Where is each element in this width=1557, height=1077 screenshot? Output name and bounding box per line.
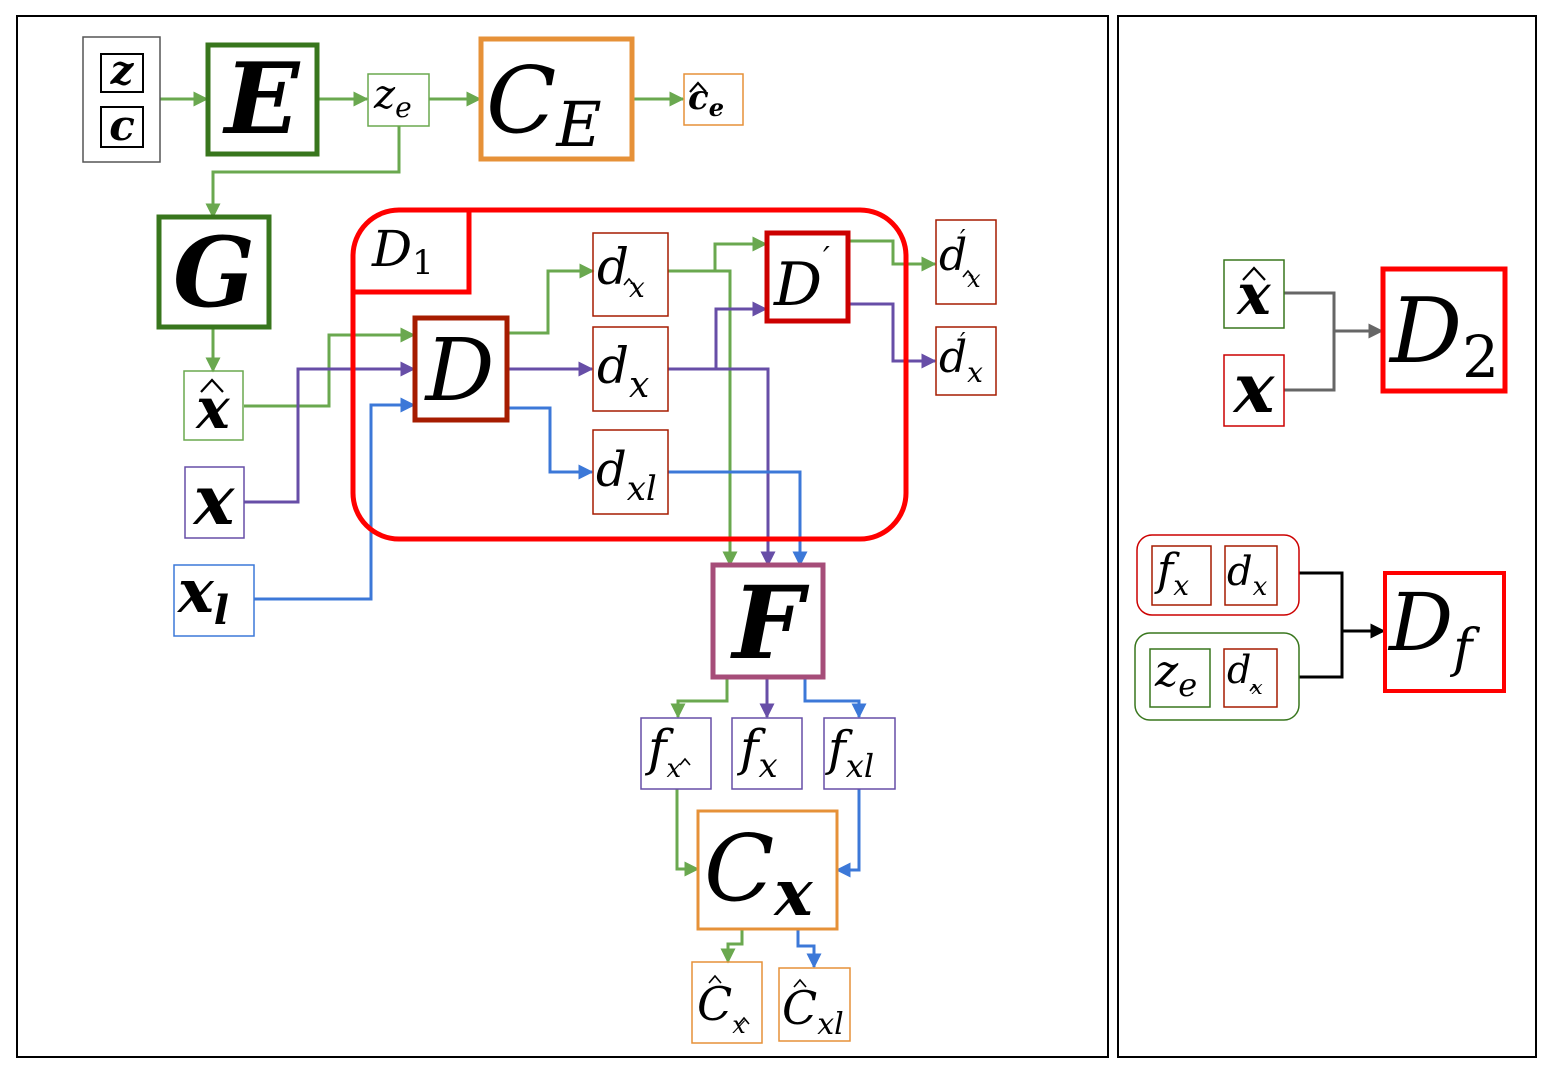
d2-input-real-node: x	[1223, 349, 1285, 429]
sample-classifier-label: Cx	[704, 815, 813, 931]
latent-classifier-label: CE	[486, 47, 602, 161]
df-fake-latent-box	[1149, 648, 1211, 708]
latent-prediction-hat	[689, 81, 707, 93]
df-real-disc-box	[1224, 545, 1278, 606]
d2-input-fake-label: x	[1236, 262, 1271, 328]
df-real-pair-group: fx dx	[1136, 534, 1300, 616]
d1-label: D1	[371, 220, 434, 283]
classifier-output-fake-hat	[708, 974, 722, 984]
input-c-box	[100, 106, 144, 148]
disc-head-output-fake-prime: ′	[960, 225, 966, 253]
d2-input-real-label: x	[1232, 349, 1276, 429]
feature-output-labeled-label: fxl	[825, 721, 874, 785]
discriminator-group-d1: D1	[350, 207, 909, 542]
df-real-feature-label: fx	[1154, 545, 1189, 602]
feature-output-fake-node: fx	[640, 717, 712, 790]
df-real-feature-box	[1151, 545, 1212, 606]
d2-input-fake-hat	[1242, 266, 1266, 281]
d2-input-fake-node: x	[1223, 259, 1285, 329]
classifier-output-fake-sub-hat	[738, 1016, 750, 1025]
wires-blue	[254, 397, 867, 969]
generated-sample-node: x	[183, 370, 244, 442]
disc-feature-fake-hat	[623, 277, 635, 286]
latent-classifier-block: CE	[478, 36, 635, 162]
generator-block: G	[156, 214, 272, 330]
df-label: Df	[1387, 576, 1480, 679]
df-fake-latent-label: ze	[1154, 646, 1197, 704]
classifier-output-labeled-label: Cxl	[782, 981, 844, 1042]
feature-network-label: F	[730, 564, 810, 682]
d1-tab	[355, 212, 472, 295]
df-block: Df	[1383, 571, 1506, 693]
feature-output-real-label: fx	[736, 719, 778, 786]
df-real-disc-label: dx	[1227, 549, 1268, 602]
input-c-label: c	[109, 101, 135, 150]
disc-feature-labeled-label: dxl	[596, 442, 657, 509]
wires-purple	[244, 301, 937, 719]
input-z-box	[100, 53, 144, 93]
latent-prediction-node: ce	[683, 73, 744, 126]
classifier-output-fake-node: Cx	[691, 961, 763, 1044]
disc-head-output-real-node: dx ′	[935, 326, 997, 396]
disc-head-output-fake-label: dx	[939, 230, 981, 293]
disc-head-output-real-prime: ′	[960, 328, 966, 356]
generated-sample-hat	[200, 378, 224, 393]
classifier-output-labeled-hat	[793, 978, 807, 988]
d2-label: D2	[1388, 279, 1499, 391]
input-noise-and-code: z c	[82, 36, 161, 163]
feature-network-block: F	[710, 562, 826, 682]
labeled-sample-label: xl	[176, 557, 229, 634]
generator-label: G	[173, 216, 255, 329]
disc-feature-fake-node: dx	[592, 232, 669, 317]
classifier-output-fake-label: Cx	[697, 977, 746, 1039]
input-z-label: z	[110, 47, 135, 94]
d2-block: D2	[1380, 266, 1508, 394]
real-sample-label: x	[192, 461, 236, 541]
encoder-block: E	[205, 42, 320, 157]
d2-wires	[1284, 291, 1384, 392]
left-panel-frame	[16, 15, 1109, 1058]
latent-code-node: ze	[367, 72, 430, 127]
disc-head-prime: ′	[823, 241, 830, 276]
df-fake-disc-hat	[1249, 684, 1259, 692]
df-wires	[1299, 571, 1386, 679]
sample-classifier-block: Cx	[696, 809, 839, 931]
disc-feature-real-node: dx	[592, 326, 669, 412]
generated-sample-label: x	[195, 376, 230, 442]
classifier-output-labeled-node: Cxl	[778, 967, 851, 1042]
disc-feature-real-label: dx	[597, 337, 649, 406]
df-fake-disc-box	[1223, 648, 1278, 708]
right-panel-frame	[1117, 15, 1537, 1058]
real-sample-node: x	[184, 461, 245, 541]
disc-feature-labeled-node: dxl	[592, 429, 669, 515]
latent-code-label: ze	[373, 72, 412, 124]
latent-prediction-label: ce	[688, 78, 724, 122]
feature-output-labeled-node: fxl	[823, 717, 896, 790]
encoder-label: E	[222, 42, 301, 157]
disc-feature-fake-label: dx	[597, 238, 645, 304]
disc-head-label: D	[773, 250, 822, 320]
disc-head-output-real-label: dx	[939, 332, 983, 389]
labeled-sample-node: xl	[173, 557, 255, 637]
df-fake-disc-label: dx	[1227, 648, 1263, 699]
feature-output-fake-label: fx	[644, 719, 682, 784]
feature-output-real-node: fx	[731, 717, 803, 790]
disc-head-block: D ′	[764, 230, 851, 324]
discriminator-label: D	[424, 321, 495, 421]
df-fake-pair-group: ze dx	[1134, 632, 1300, 721]
discriminator-block: D	[412, 315, 510, 423]
wires-green	[160, 91, 937, 964]
feature-output-fake-hat	[679, 757, 691, 766]
disc-head-output-fake-hat	[962, 269, 974, 278]
disc-head-output-fake-node: dx ′	[935, 219, 997, 305]
